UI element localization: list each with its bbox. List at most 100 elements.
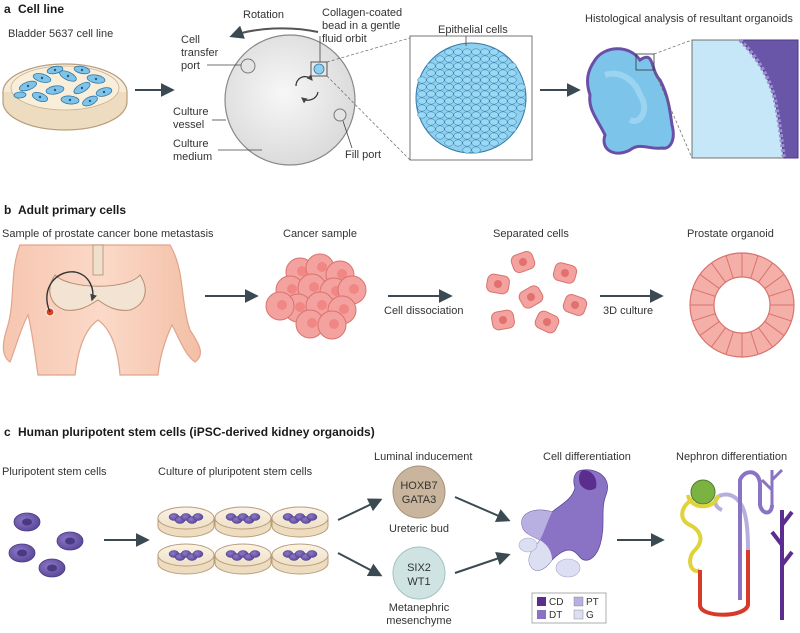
organoid-cell-border bbox=[725, 331, 734, 355]
colony-cell bbox=[249, 513, 261, 521]
epithelial-cell bbox=[489, 83, 499, 91]
organoid-cell-border bbox=[764, 321, 785, 336]
epithelial-cell bbox=[480, 111, 490, 119]
epithelial-cell bbox=[462, 104, 472, 112]
epithelial-cell bbox=[489, 132, 499, 140]
epithelial-cell bbox=[498, 69, 508, 77]
epithelial-cell bbox=[453, 97, 463, 105]
separated-cells bbox=[486, 250, 588, 334]
epithelial-cell bbox=[462, 139, 472, 147]
epithelial-cell bbox=[471, 90, 481, 98]
separated-cells-label: Separated cells bbox=[493, 228, 569, 240]
arrow-c5 bbox=[454, 551, 511, 574]
epithelial-cell bbox=[444, 125, 454, 133]
epithelial-cell bbox=[507, 69, 517, 77]
legend-swatch-pt bbox=[573, 596, 584, 607]
organoid-cell-border bbox=[758, 327, 773, 348]
epithelial-cell bbox=[453, 90, 463, 98]
six2-label: SIX2 bbox=[407, 562, 431, 574]
epithelial-cell bbox=[471, 69, 481, 77]
organoid-cell-border bbox=[699, 321, 720, 336]
separated-cell-nucleus bbox=[494, 280, 502, 288]
epithelial-cell bbox=[435, 55, 445, 63]
legend: CD PT DT G bbox=[531, 592, 607, 624]
epithelial-cell bbox=[507, 62, 517, 70]
epithelial-cell bbox=[489, 118, 499, 126]
epithelial-cell bbox=[444, 76, 454, 84]
organoid-cell-border bbox=[764, 274, 785, 289]
colony-cell bbox=[192, 550, 204, 558]
epithelial-cell bbox=[498, 76, 508, 84]
prostate-organoid bbox=[689, 252, 795, 358]
epithelial-cell bbox=[435, 132, 445, 140]
cell-line-label: Bladder 5637 cell line bbox=[8, 28, 113, 40]
cancer-cell-nucleus bbox=[317, 300, 327, 310]
panel-c-title: Human pluripotent stem cells (iPSC-deriv… bbox=[18, 425, 375, 439]
culture-medium-label: Culture bbox=[173, 138, 208, 150]
arrow-c2 bbox=[337, 498, 383, 521]
cancer-cell-nucleus bbox=[297, 266, 307, 276]
organoid-cell-border bbox=[750, 255, 759, 279]
epithelial-cell bbox=[435, 62, 445, 70]
epithelial-cell bbox=[426, 83, 436, 91]
epithelial-cell bbox=[471, 83, 481, 91]
arrow-c4 bbox=[454, 496, 511, 522]
arrow-c3 bbox=[337, 552, 383, 577]
organoid-cell-border bbox=[750, 331, 759, 355]
epithelial-cell bbox=[426, 125, 436, 133]
rotation-arrow bbox=[229, 25, 319, 39]
epithelial-cell bbox=[480, 139, 490, 147]
epithelial-cell bbox=[489, 125, 499, 133]
epithelial-cell bbox=[426, 97, 436, 105]
cancer-sample-label: Cancer sample bbox=[283, 228, 357, 240]
epithelial-cell bbox=[480, 97, 490, 105]
epithelial-cell bbox=[435, 69, 445, 77]
epithelial-cell bbox=[417, 111, 427, 119]
epithelial-cell bbox=[507, 83, 517, 91]
epithelial-cell bbox=[489, 111, 499, 119]
cancer-cell-nucleus bbox=[309, 282, 319, 292]
organoid-cell-border bbox=[699, 274, 720, 289]
epithelial-cell bbox=[516, 104, 526, 112]
transfer-port-label-3: port bbox=[181, 60, 200, 72]
prostate-organoid-label: Prostate organoid bbox=[687, 228, 774, 240]
epithelial-cell bbox=[471, 76, 481, 84]
epithelial-cell bbox=[453, 48, 463, 56]
epithelial-cell bbox=[462, 76, 472, 84]
epithelial-cell bbox=[480, 62, 490, 70]
legend-dt: DT bbox=[549, 610, 562, 621]
epithelial-cell bbox=[489, 55, 499, 63]
epithelial-cell bbox=[462, 125, 472, 133]
epithelial-cell bbox=[498, 118, 508, 126]
epithelial-cells-label: Epithelial cells bbox=[438, 24, 508, 36]
legend-swatch-dt bbox=[537, 610, 546, 619]
epithelial-cell bbox=[462, 55, 472, 63]
legend-g: G bbox=[586, 610, 594, 621]
epithelial-cell bbox=[507, 90, 517, 98]
epithelial-cell bbox=[480, 90, 490, 98]
epithelial-cell bbox=[480, 76, 490, 84]
epithelial-cell bbox=[462, 83, 472, 91]
epithelial-cell bbox=[462, 111, 472, 119]
panel-b-letter: b bbox=[4, 203, 11, 217]
torso-illustration bbox=[2, 244, 202, 376]
epithelial-cell bbox=[498, 111, 508, 119]
epithelial-cell bbox=[444, 62, 454, 70]
epithelial-cell bbox=[444, 83, 454, 91]
epithelial-cell bbox=[462, 97, 472, 105]
rotation-label: Rotation bbox=[243, 9, 284, 21]
epithelial-cell bbox=[480, 69, 490, 77]
epithelial-cell bbox=[417, 90, 427, 98]
epithelial-cell bbox=[471, 139, 481, 147]
epithelial-cell bbox=[471, 125, 481, 133]
epithelial-cell bbox=[453, 69, 463, 77]
epithelial-cell bbox=[516, 83, 526, 91]
cancer-cluster bbox=[265, 253, 367, 340]
epithelial-cell bbox=[462, 48, 472, 56]
transfer-port-label-2: transfer bbox=[181, 47, 219, 59]
culture-vessel bbox=[224, 34, 356, 166]
colony-cell bbox=[306, 550, 318, 558]
epithelial-cell bbox=[480, 125, 490, 133]
epithelial-cell bbox=[426, 76, 436, 84]
